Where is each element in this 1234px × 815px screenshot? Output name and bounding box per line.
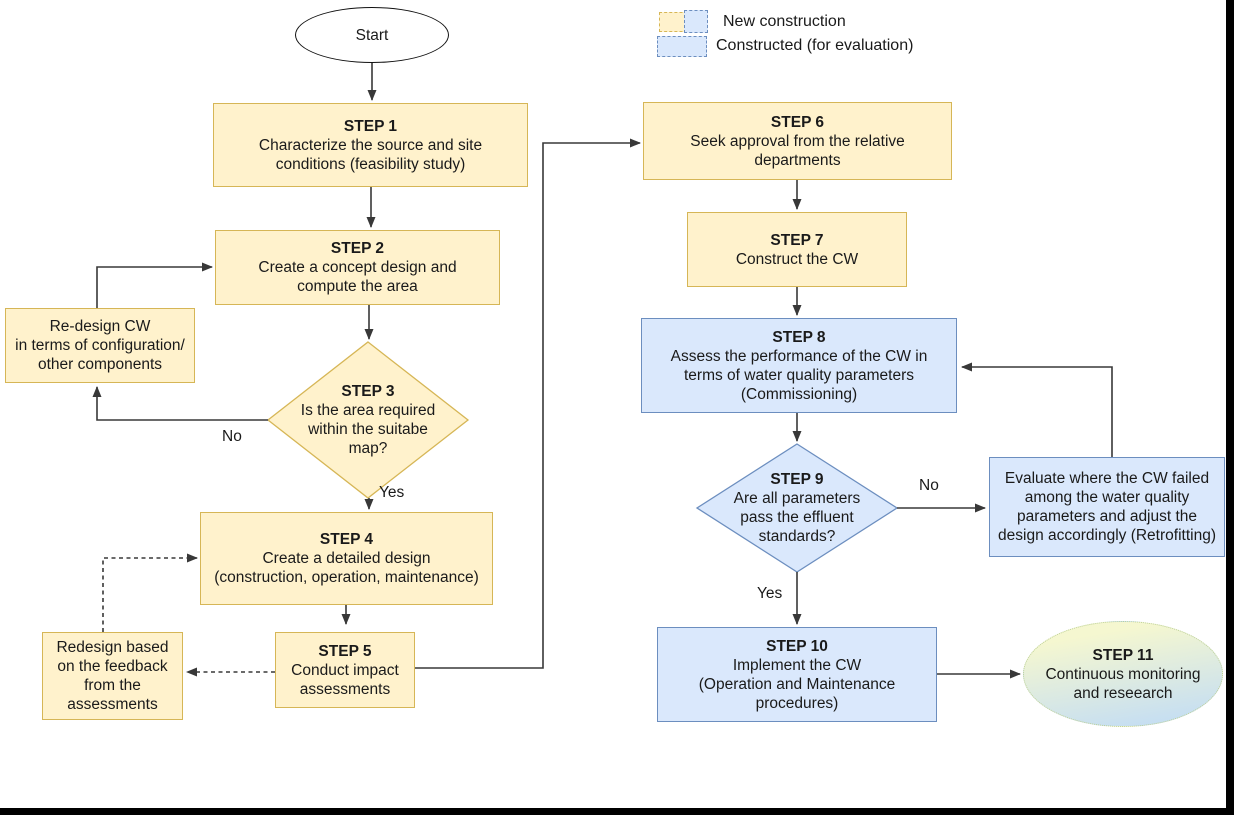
node-redesign-feedback: Redesign based on the feedback from the … <box>42 632 183 720</box>
node-start: Start <box>295 7 449 63</box>
legend-label-new-construction: New construction <box>723 13 846 30</box>
node-step7: STEP 7 Construct the CW <box>687 212 907 287</box>
step8-title: STEP 8 <box>772 328 826 346</box>
legend-label-constructed: Constructed (for evaluation) <box>716 37 914 54</box>
step3-title: STEP 3 <box>341 383 395 400</box>
edge-label-step3-no: No <box>222 428 242 445</box>
step1-body: Characterize the source and site conditi… <box>258 136 483 173</box>
node-step3-text: STEP 3 Is the area required within the s… <box>278 352 458 488</box>
step5-title: STEP 5 <box>318 642 372 660</box>
page-edge-bottom <box>0 808 1234 815</box>
node-step8: STEP 8 Assess the performance of the CW … <box>641 318 957 413</box>
node-step10: STEP 10 Implement the CW (Operation and … <box>657 627 937 722</box>
evaluate-retrofit-body: Evaluate where the CW failed among the w… <box>998 470 1216 544</box>
node-evaluate-retrofit: Evaluate where the CW failed among the w… <box>989 457 1225 557</box>
step8-body: Assess the performance of the CW in term… <box>670 347 928 403</box>
legend-swatch-new-construction-blue <box>684 10 708 33</box>
redesign-cw-body: Re-design CW in terms of configuration/ … <box>15 318 185 373</box>
step7-title: STEP 7 <box>770 231 824 249</box>
edge-step3-no-redesign <box>92 386 268 421</box>
legend-swatch-constructed <box>657 36 707 57</box>
step9-body: Are all parameters pass the effluent sta… <box>733 490 861 545</box>
step6-body: Seek approval from the relative departme… <box>690 132 905 169</box>
node-step11: STEP 11 Continuous monitoring and reseea… <box>1023 621 1223 727</box>
edge-label-step9-no: No <box>919 477 939 494</box>
start-label: Start <box>355 26 389 44</box>
step2-body: Create a concept design and compute the … <box>258 259 457 295</box>
step4-body: Create a detailed design (construction, … <box>214 550 479 586</box>
step6-title: STEP 6 <box>770 113 825 131</box>
edge-label-step3-yes: Yes <box>379 484 405 501</box>
step9-title: STEP 9 <box>770 471 824 488</box>
node-step4: STEP 4 Create a detailed design (constru… <box>200 512 493 605</box>
node-step5: STEP 5 Conduct impact assessments <box>275 632 415 708</box>
edge-redesign-feedback-step4 <box>102 553 198 632</box>
step4-title: STEP 4 <box>319 531 374 548</box>
node-step1: STEP 1 Characterize the source and site … <box>213 103 528 187</box>
step1-title: STEP 1 <box>343 117 398 135</box>
edge-label-step9-yes: Yes <box>757 585 783 602</box>
step11-body: Continuous monitoring and reseearch <box>1045 665 1201 702</box>
edge-evaluate-step8 <box>961 362 1113 457</box>
node-redesign-cw: Re-design CW in terms of configuration/ … <box>5 308 195 383</box>
edge-step5-step6 <box>415 138 641 669</box>
step10-title: STEP 10 <box>766 637 828 655</box>
step10-body: Implement the CW (Operation and Maintena… <box>698 656 896 712</box>
node-step2: STEP 2 Create a concept design and compu… <box>215 230 500 305</box>
step2-title: STEP 2 <box>330 240 385 257</box>
page-edge-right <box>1226 0 1234 815</box>
step7-body: Construct the CW <box>735 250 859 268</box>
step3-diamond-shape <box>266 341 470 499</box>
node-step6: STEP 6 Seek approval from the relative d… <box>643 102 952 180</box>
step5-body: Conduct impact assessments <box>291 661 399 698</box>
node-step9-text: STEP 9 Are all parameters pass the efflu… <box>707 454 887 562</box>
redesign-feedback-body: Redesign based on the feedback from the … <box>56 639 169 713</box>
step11-title: STEP 11 <box>1092 646 1154 664</box>
edge-redesign-step2 <box>96 262 213 308</box>
step3-body: Is the area required within the suitabe … <box>300 402 436 457</box>
